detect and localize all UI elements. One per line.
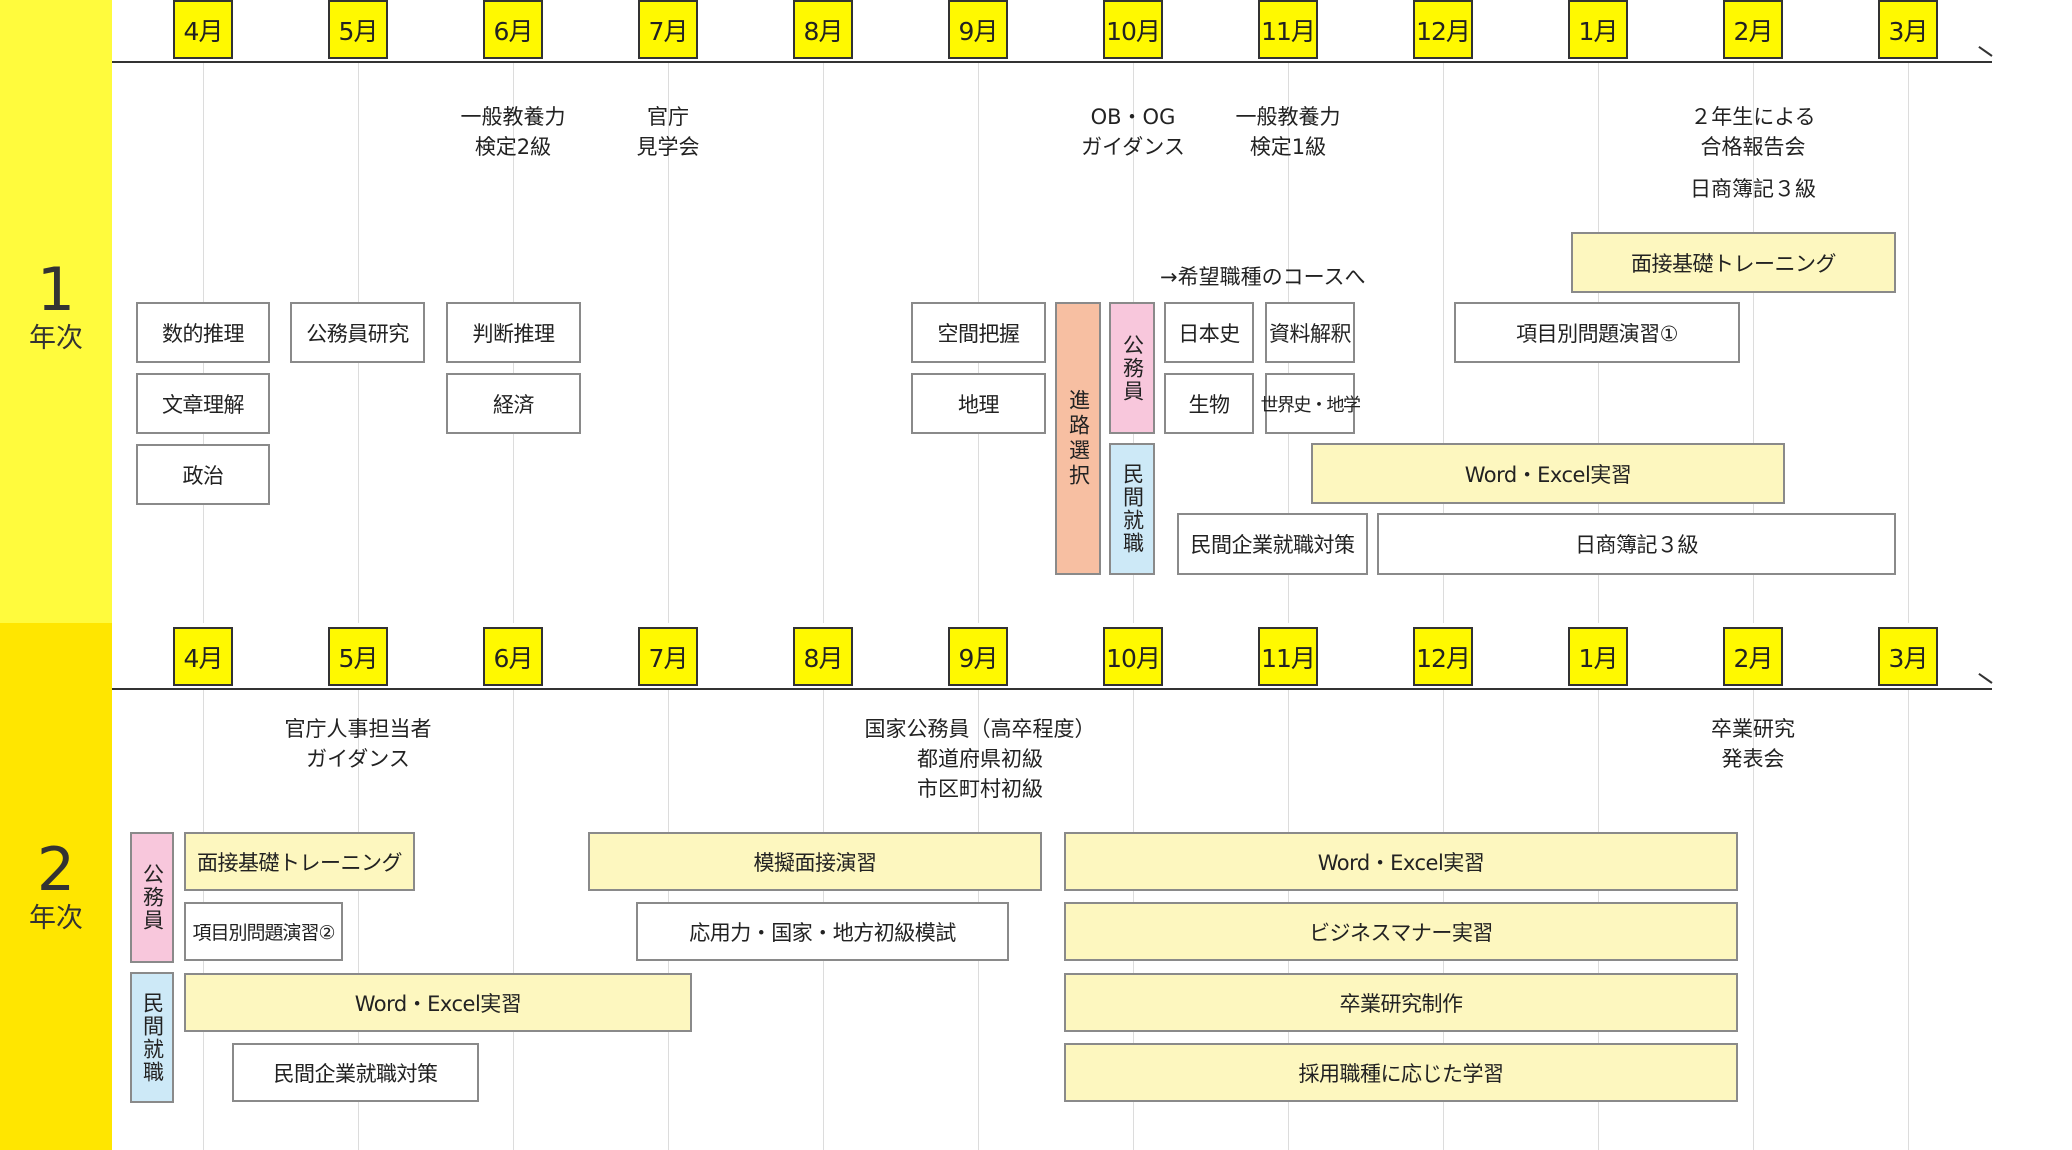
track-public-servant-y2-label: 公務員 (140, 863, 165, 932)
course-private-job-prep-y1: 民間企業就職対策 (1177, 513, 1368, 575)
course-world-history-geoscience: 世界史・地学 (1261, 373, 1361, 434)
year2-timeline-axis (112, 688, 1992, 690)
month-tag: 2月 (1723, 627, 1783, 686)
month-tag: 8月 (793, 0, 853, 59)
course-interview-basics-y1: 面接基礎トレーニング (1571, 232, 1896, 293)
month-tag: 8月 (793, 627, 853, 686)
month-tag: 9月 (948, 0, 1008, 59)
track-private-job: 民間就職 (1109, 443, 1155, 575)
career-choice-box: 進路選択 (1055, 302, 1101, 575)
year1-band (0, 0, 112, 623)
course-politics: 政治 (136, 444, 270, 505)
year2-number: 2 (36, 835, 76, 905)
course-private-job-prep-y2: 民間企業就職対策 (232, 1043, 479, 1102)
month-tag: 4月 (173, 0, 233, 59)
event-agency-hr-guidance: 官庁人事担当者 ガイダンス (284, 717, 432, 771)
month-tag: 1月 (1568, 0, 1628, 59)
course-topic-exercises-2: 項目別問題演習② (184, 902, 343, 961)
course-spatial-reasoning: 空間把握 (911, 302, 1046, 363)
year2-label: 2 年次 (0, 838, 112, 936)
month-tag: 9月 (948, 627, 1008, 686)
event-civil-service-exams: 国家公務員（高卒程度） 都道府県初級 市区町村初級 (864, 717, 1096, 801)
month-tag: 12月 (1413, 0, 1473, 59)
year2-band (0, 623, 112, 1150)
month-tag: 5月 (328, 627, 388, 686)
course-word-excel-y2-second: Word・Excel実習 (1064, 832, 1738, 891)
month-tag: 3月 (1878, 0, 1938, 59)
year1-number: 1 (36, 255, 76, 325)
course-geography: 地理 (911, 373, 1046, 434)
course-word-excel-y2-first: Word・Excel実習 (184, 973, 692, 1032)
course-biology: 生物 (1164, 373, 1254, 434)
month-tag: 3月 (1878, 627, 1938, 686)
course-business-manners: ビジネスマナー実習 (1064, 902, 1738, 961)
course-economics: 経済 (446, 373, 581, 434)
year1-label: 1 年次 (0, 258, 112, 356)
month-tag: 10月 (1103, 627, 1163, 686)
month-tag: 6月 (483, 0, 543, 59)
course-reading-comprehension: 文章理解 (136, 373, 270, 434)
course-graduation-research: 卒業研究制作 (1064, 973, 1738, 1032)
course-japanese-history: 日本史 (1164, 302, 1254, 363)
month-tag: 6月 (483, 627, 543, 686)
course-topic-exercises-1: 項目別問題演習① (1454, 302, 1740, 363)
event-government-tour: 官庁 見学会 (636, 105, 700, 159)
track-public-servant: 公務員 (1109, 302, 1155, 434)
month-tag: 4月 (173, 627, 233, 686)
month-tag: 12月 (1413, 627, 1473, 686)
event-general-culture-exam-1: 一般教養力 検定1級 (1235, 105, 1341, 159)
year1-suffix: 年次 (29, 323, 83, 354)
event-senior-success-report: ２年生による 合格報告会 (1690, 105, 1816, 159)
course-mock-interview: 模擬面接演習 (588, 832, 1042, 891)
course-interview-basics-y2: 面接基礎トレーニング (184, 832, 415, 891)
month-tag: 1月 (1568, 627, 1628, 686)
track-private-job-y2-label: 民間就職 (140, 991, 165, 1084)
event-general-culture-exam-2: 一般教養力 検定2級 (460, 105, 566, 159)
month-tag: 10月 (1103, 0, 1163, 59)
month-tag: 2月 (1723, 0, 1783, 59)
month-tag: 7月 (638, 627, 698, 686)
year1-axis-arrow-icon (1978, 46, 1993, 57)
year2-suffix: 年次 (29, 903, 83, 934)
year1-timeline-axis (112, 61, 1992, 63)
career-choice-label: 進路選択 (1066, 388, 1091, 489)
course-civil-service-research: 公務員研究 (290, 302, 425, 363)
month-tag: 11月 (1258, 0, 1318, 59)
note-choose-course: →希望職種のコースへ (1160, 265, 1366, 289)
event-graduation-presentation: 卒業研究 発表会 (1711, 717, 1795, 771)
course-job-specific-study: 採用職種に応じた学習 (1064, 1043, 1738, 1102)
track-private-job-y2: 民間就職 (130, 972, 174, 1103)
course-mock-exams: 応用力・国家・地方初級模試 (636, 902, 1009, 961)
course-numerical-reasoning: 数的推理 (136, 302, 270, 363)
month-tag: 5月 (328, 0, 388, 59)
track-public-servant-label: 公務員 (1120, 333, 1145, 403)
course-bookkeeping-3: 日商簿記３級 (1377, 513, 1896, 575)
course-data-interpretation: 資料解釈 (1265, 302, 1355, 363)
event-ob-og-guidance: OB・OG ガイダンス (1081, 105, 1185, 159)
track-public-servant-y2: 公務員 (130, 832, 174, 963)
month-tag: 11月 (1258, 627, 1318, 686)
track-private-job-label: 民間就職 (1120, 463, 1145, 555)
year2-axis-arrow-icon (1978, 673, 1993, 684)
event-bookkeeping-exam: 日商簿記３級 (1690, 177, 1816, 201)
course-word-excel-y1: Word・Excel実習 (1311, 443, 1785, 504)
course-judgment-reasoning: 判断推理 (446, 302, 581, 363)
month-tag: 7月 (638, 0, 698, 59)
